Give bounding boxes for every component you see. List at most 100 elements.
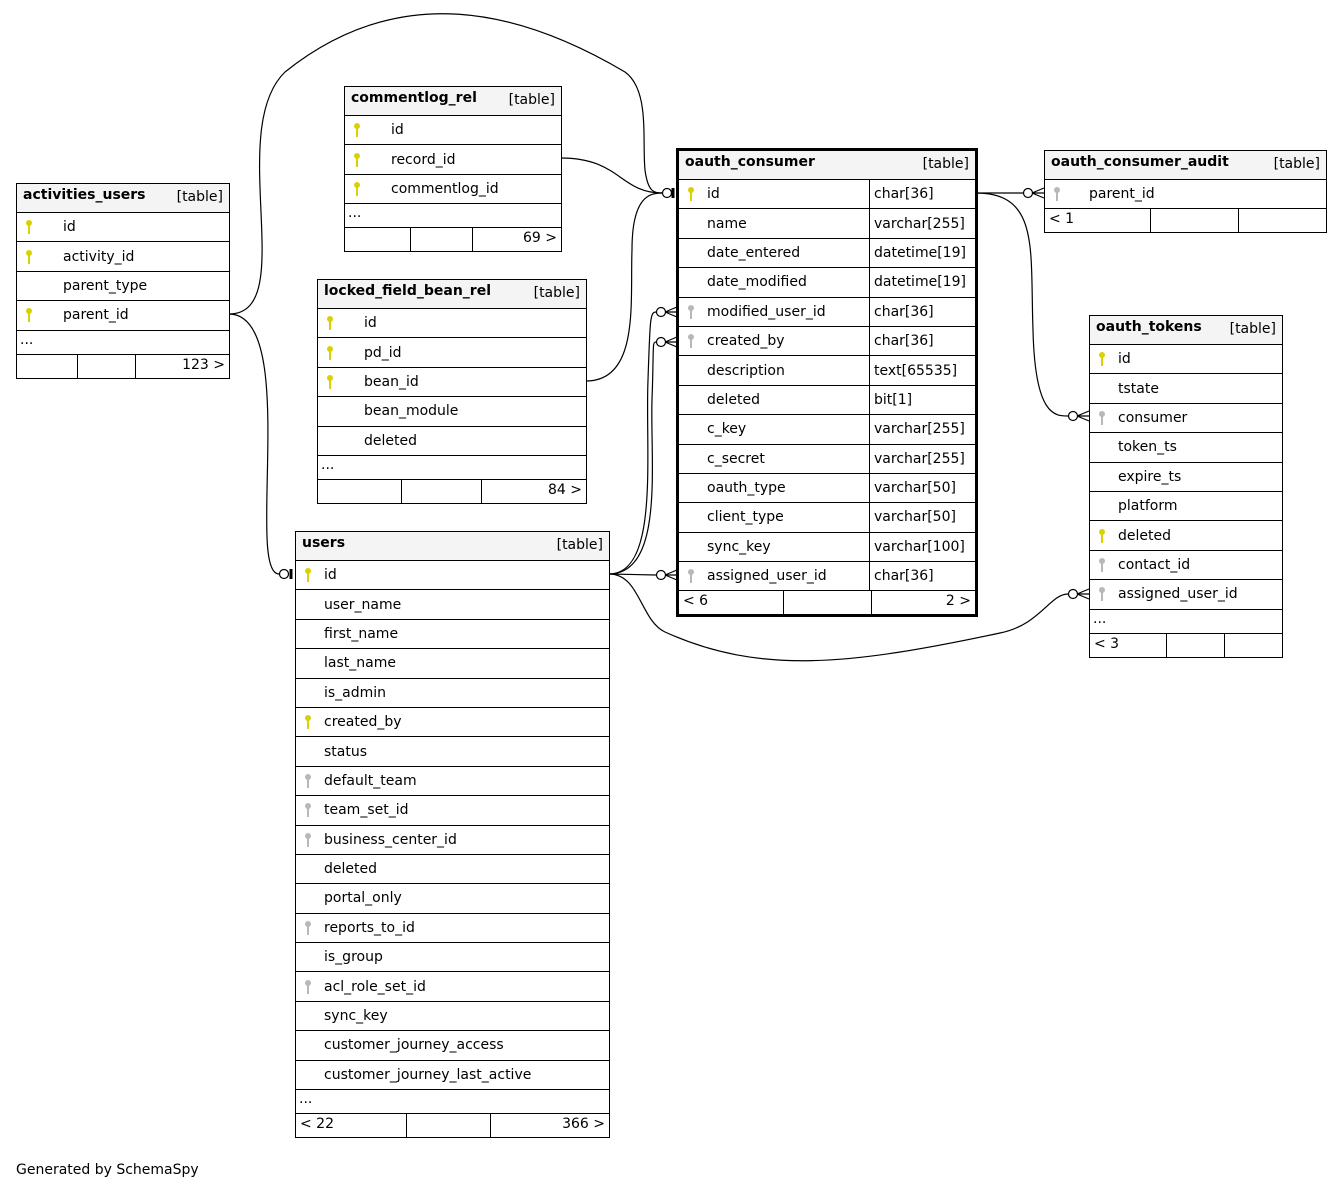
column-type: varchar[255] xyxy=(869,415,975,444)
foreign-key-icon xyxy=(688,334,694,349)
column-name: id xyxy=(391,122,404,139)
column-row[interactable]: sync_key xyxy=(296,1002,609,1032)
table-name[interactable]: oauth_consumer_audit xyxy=(1051,154,1229,170)
column-row[interactable]: team_set_id xyxy=(296,796,609,826)
column-row[interactable]: status xyxy=(296,737,609,767)
more-columns[interactable]: ... xyxy=(1090,610,1282,634)
more-columns[interactable]: ... xyxy=(17,331,229,355)
column-row[interactable]: reports_to_id xyxy=(296,914,609,944)
more-columns[interactable]: ... xyxy=(296,1090,609,1115)
table-name[interactable]: oauth_tokens xyxy=(1096,319,1202,335)
column-row[interactable]: customer_journey_access xyxy=(296,1031,609,1061)
column-name: bean_id xyxy=(364,373,419,390)
column-row[interactable]: platform xyxy=(1090,492,1282,522)
table-name[interactable]: activities_users xyxy=(23,187,146,203)
column-row[interactable]: id xyxy=(17,213,229,243)
column-name: date_entered xyxy=(707,244,801,261)
table-name[interactable]: commentlog_rel xyxy=(351,90,477,106)
column-row[interactable]: parent_id xyxy=(1045,180,1326,210)
parents-count[interactable] xyxy=(345,228,410,251)
children-count[interactable] xyxy=(1224,633,1282,657)
column-row[interactable]: commentlog_id xyxy=(345,175,561,205)
column-row[interactable]: token_ts xyxy=(1090,433,1282,463)
table-header: activities_users[table] xyxy=(17,184,229,213)
column-row[interactable]: expire_ts xyxy=(1090,463,1282,492)
column-row[interactable]: consumer xyxy=(1090,404,1282,434)
more-columns[interactable]: ... xyxy=(318,456,586,480)
column-row[interactable]: activity_id xyxy=(17,242,229,272)
children-count[interactable]: 2 > xyxy=(871,591,975,615)
column-name: is_group xyxy=(324,949,383,966)
parents-count[interactable] xyxy=(318,480,401,503)
column-row[interactable]: is_group xyxy=(296,943,609,973)
column-row[interactable]: user_name xyxy=(296,590,609,620)
parents-count[interactable]: < 22 xyxy=(300,1116,334,1133)
column-row[interactable]: record_id xyxy=(345,145,561,175)
column-name: c_key xyxy=(707,421,747,438)
children-count[interactable]: 84 > xyxy=(481,479,586,503)
table-name[interactable]: users xyxy=(302,535,346,551)
column-row[interactable]: deleted xyxy=(296,855,609,885)
column-row[interactable]: deleted xyxy=(1090,521,1282,551)
table-kind: [table] xyxy=(533,285,580,301)
parents-count[interactable]: < 3 xyxy=(1094,635,1120,652)
children-count[interactable] xyxy=(1238,209,1326,233)
column-row[interactable]: customer_journey_last_active xyxy=(296,1061,609,1091)
column-name: sync_key xyxy=(324,1008,388,1025)
parents-count[interactable] xyxy=(17,355,77,378)
column-row[interactable]: default_team xyxy=(296,767,609,797)
column-row[interactable]: parent_id xyxy=(17,301,229,331)
column-name: deleted xyxy=(324,861,377,878)
table-oauth-consumer-audit[interactable]: oauth_consumer_audit[table]parent_id< 1 xyxy=(1044,150,1327,234)
column-row[interactable]: is_admin xyxy=(296,679,609,708)
column-row[interactable]: id xyxy=(1090,345,1282,375)
column-row[interactable]: bean_id xyxy=(318,368,586,398)
children-count[interactable]: 69 > xyxy=(472,228,561,252)
column-row[interactable]: id xyxy=(318,309,586,339)
column-row[interactable]: c_key varchar[255] xyxy=(679,415,975,445)
edge-users-to-modified-user-id xyxy=(608,311,657,575)
column-row[interactable]: assigned_user_id xyxy=(1090,580,1282,610)
column-row[interactable]: deleted xyxy=(318,427,586,456)
column-row[interactable]: first_name xyxy=(296,620,609,650)
parents-count[interactable]: < 1 xyxy=(1049,211,1075,228)
children-count[interactable]: 366 > xyxy=(490,1114,609,1138)
column-row[interactable]: business_center_id xyxy=(296,826,609,855)
table-kind: [table] xyxy=(922,156,969,172)
table-name[interactable]: locked_field_bean_rel xyxy=(324,283,491,299)
column-row[interactable]: parent_type xyxy=(17,272,229,302)
column-row[interactable]: id xyxy=(345,116,561,146)
column-row[interactable]: pd_id xyxy=(318,338,586,368)
column-row[interactable]: contact_id xyxy=(1090,551,1282,581)
children-count[interactable]: 123 > xyxy=(135,354,229,378)
column-row[interactable]: tstate xyxy=(1090,374,1282,404)
table-name[interactable]: oauth_consumer xyxy=(685,154,815,170)
column-row[interactable]: portal_only xyxy=(296,884,609,914)
column-row[interactable]: created_by xyxy=(296,708,609,738)
parents-count[interactable]: < 6 xyxy=(683,593,709,610)
column-row[interactable]: bean_module xyxy=(318,397,586,427)
column-row[interactable]: acl_role_set_id xyxy=(296,972,609,1002)
column-row[interactable]: last_name xyxy=(296,649,609,679)
column-row[interactable]: id xyxy=(296,561,609,591)
more-columns[interactable]: ... xyxy=(345,204,561,229)
